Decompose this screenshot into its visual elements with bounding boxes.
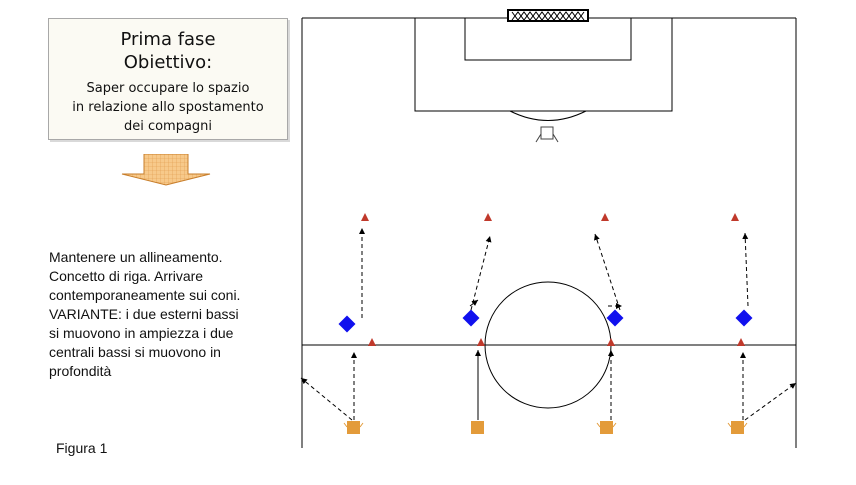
- player-diamond: [462, 309, 480, 327]
- cone: [601, 213, 609, 221]
- player-diamond: [735, 309, 753, 327]
- cone: [737, 338, 745, 346]
- top-cones: [361, 213, 739, 221]
- player-square: [727, 421, 748, 434]
- player-square: [343, 421, 364, 434]
- goalkeeper-marker: [535, 126, 559, 143]
- movement-arrows-upper: [359, 228, 749, 318]
- cone: [731, 213, 739, 221]
- objective-line: Saper occupare lo spazio: [86, 81, 250, 96]
- cone: [361, 213, 369, 221]
- arrival-players: [338, 309, 753, 333]
- movement-arrow: [744, 382, 797, 421]
- movement-arrows-lower: [300, 350, 797, 421]
- movement-arrow: [594, 233, 621, 311]
- figure-label: Figura 1: [56, 440, 108, 456]
- description-line: VARIANTE: i due esterni bassi: [49, 306, 239, 322]
- objective-heading: Obiettivo:: [123, 52, 213, 73]
- cone: [477, 338, 485, 346]
- penalty-area: [414, 17, 673, 112]
- player-square: [596, 421, 617, 434]
- objective-text: Saper occupare lo spazio in relazione al…: [53, 79, 283, 136]
- player-square: [471, 421, 484, 434]
- description: Mantenere un allineamento. Concetto di r…: [49, 248, 289, 381]
- goal-area: [464, 17, 632, 61]
- halfway-cones: [368, 338, 745, 346]
- phase-title: Prima fase: [120, 29, 216, 50]
- cone: [368, 338, 376, 346]
- description-line: Mantenere un allineamento.: [49, 249, 223, 265]
- objective-line: dei compagni: [123, 119, 213, 134]
- description-line: contemporaneamente sui coni.: [49, 287, 241, 303]
- goal-net-icon: [507, 9, 589, 22]
- start-players: [343, 421, 748, 434]
- movement-arrow: [742, 232, 749, 307]
- penalty-arc: [509, 110, 587, 121]
- description-line: centrali bassi si muovono in: [49, 344, 221, 360]
- movement-arrow: [469, 299, 479, 307]
- cone: [484, 213, 492, 221]
- down-arrow-icon: [121, 154, 211, 186]
- field-lines: [301, 17, 797, 448]
- description-line: si muovono in ampiezza i due: [49, 325, 234, 341]
- objective-line: in relazione allo spostamento: [72, 100, 264, 115]
- player-diamond: [606, 309, 624, 327]
- cone: [607, 338, 615, 346]
- description-line: profondità: [49, 363, 112, 379]
- title-box: Prima fase Obiettivo: Saper occupare lo …: [48, 18, 288, 140]
- movement-arrow: [300, 377, 353, 421]
- description-line: Concetto di riga. Arrivare: [49, 268, 204, 284]
- player-diamond: [338, 315, 356, 333]
- movement-arrow: [470, 235, 492, 311]
